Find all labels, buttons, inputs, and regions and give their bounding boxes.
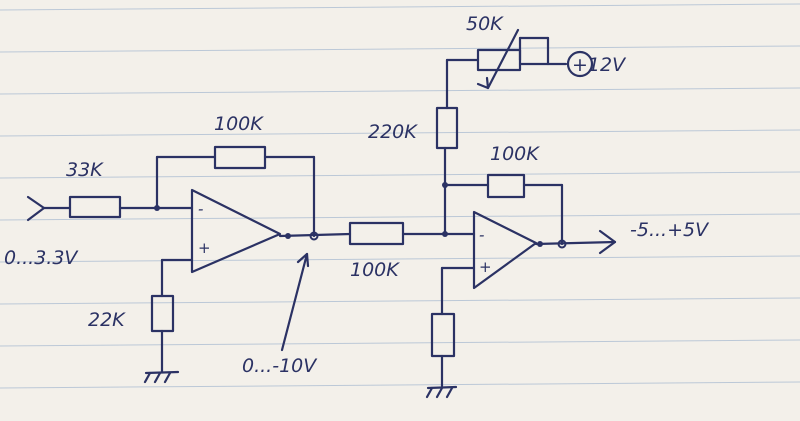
opamp-1	[190, 188, 282, 274]
potentiometer-50k	[476, 28, 568, 90]
opamp-2	[472, 210, 538, 290]
supply-terminal	[566, 50, 594, 78]
resistor-220k	[435, 106, 459, 150]
opamp-1-inverting-sign: -	[198, 200, 203, 218]
label-mid-range: 0...-10V	[242, 355, 318, 377]
label-100k-series-2: 100K	[350, 259, 400, 281]
label-supply: +12V	[572, 54, 627, 76]
input-terminal	[26, 195, 72, 222]
opamp-2-inverting-sign: -	[479, 226, 484, 244]
feedback-loop-2	[443, 173, 564, 246]
resistor-33k	[68, 195, 159, 219]
output-line	[534, 229, 617, 255]
label-input-range: 0...3.3V	[4, 247, 79, 269]
label-100k-feedback-2: 100K	[490, 143, 540, 165]
bias-network-2	[425, 266, 476, 399]
label-100k-feedback-1: 100K	[214, 113, 264, 135]
mid-range-arrow	[280, 252, 310, 352]
label-output-range: -5...+5V	[630, 219, 710, 241]
label-22k: 22K	[88, 309, 126, 331]
opamp-1-noninverting-sign: +	[198, 239, 211, 257]
resistor-22k	[150, 294, 175, 333]
bias-network-1	[143, 258, 194, 384]
ground-symbol	[144, 370, 180, 375]
test-point	[309, 231, 319, 241]
label-33k: 33K	[66, 159, 104, 181]
resistor-100k-feedback-1	[213, 145, 267, 170]
divider-network	[435, 58, 480, 236]
resistor-100k-series-2	[348, 221, 447, 246]
label-220k: 220K	[368, 121, 418, 143]
feedback-loop-1	[155, 145, 316, 238]
resistor-100k-feedback-2	[486, 173, 526, 199]
ruled-lines	[0, 3, 800, 389]
label-50k: 50K	[466, 13, 504, 35]
resistor-ground-2	[430, 312, 456, 358]
junction-dot	[285, 233, 291, 239]
opamp-2-noninverting-sign: +	[479, 258, 492, 276]
